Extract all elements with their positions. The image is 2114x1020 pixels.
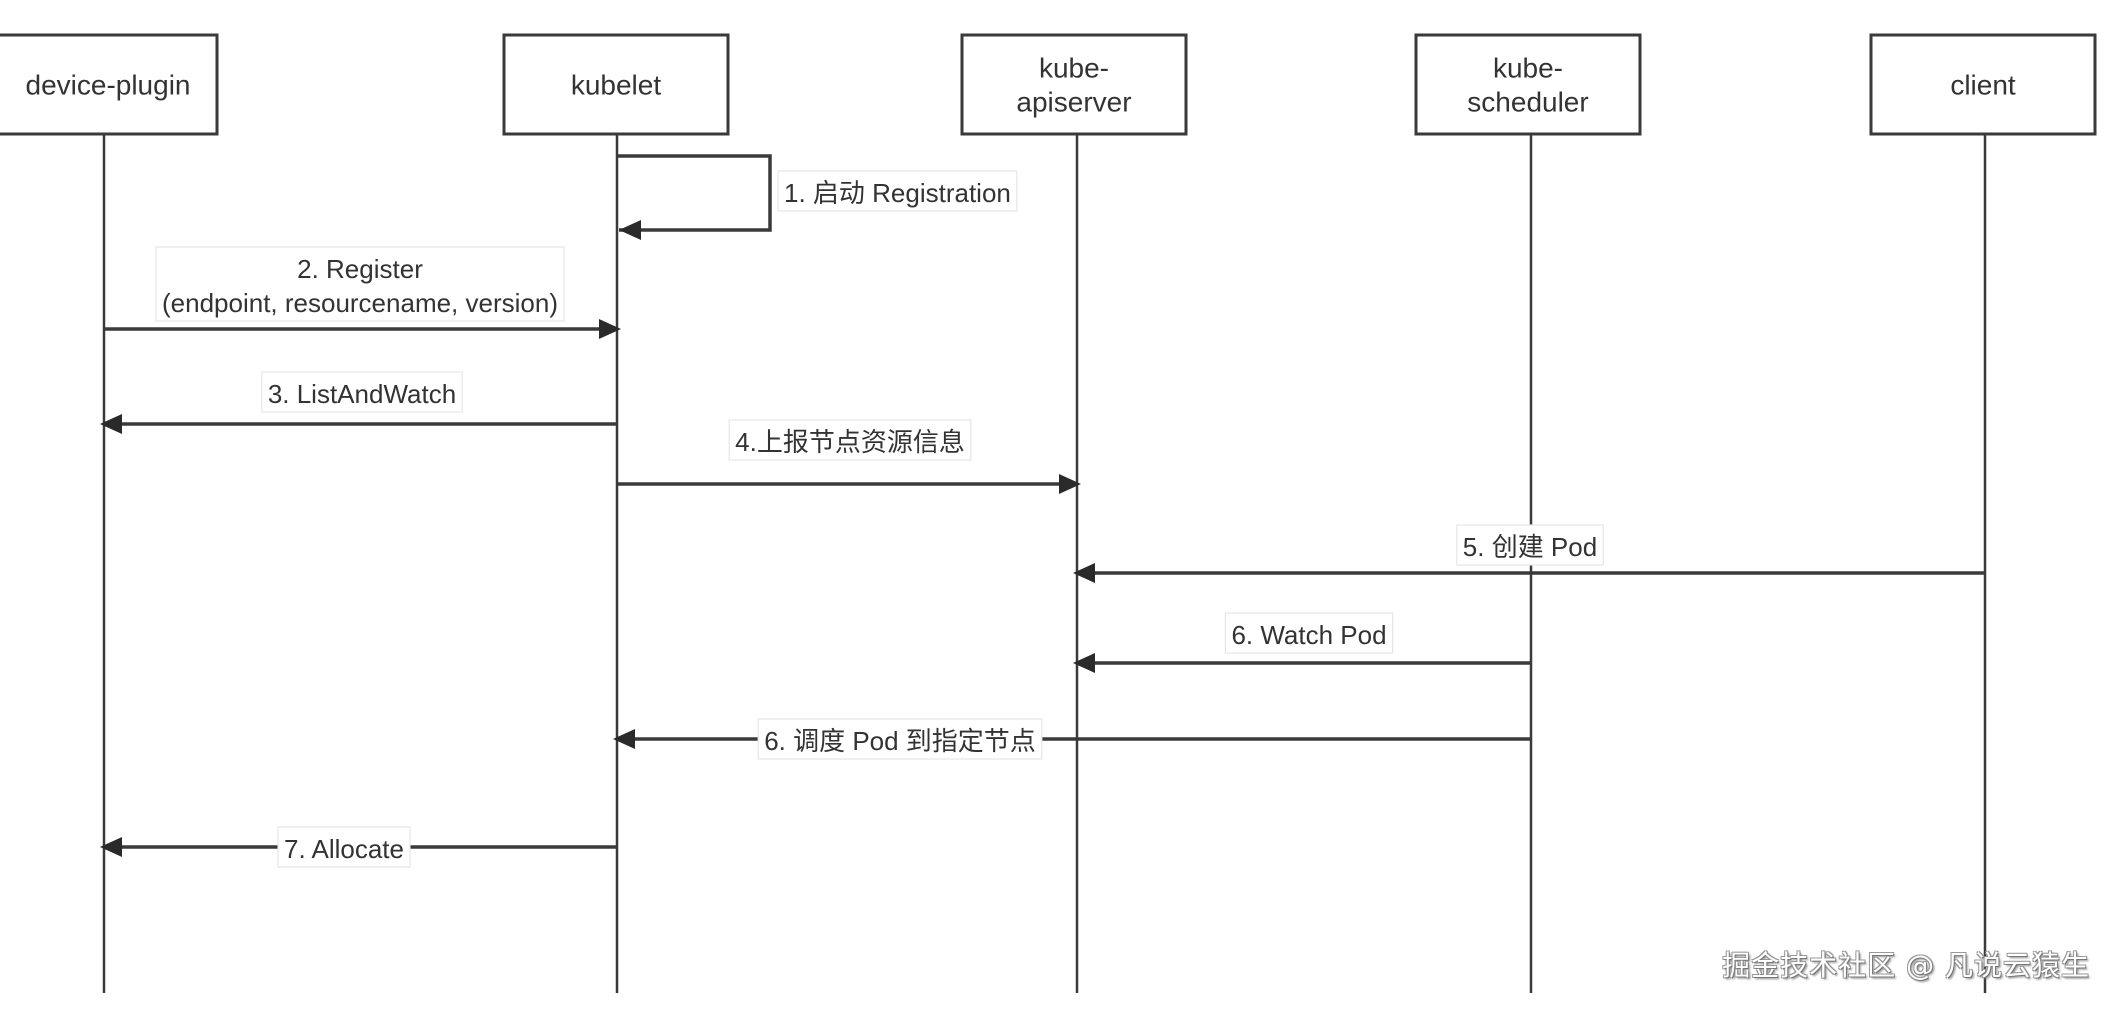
arrowhead-icon [100, 414, 122, 434]
participant-client: client [1869, 33, 2097, 993]
participant-box-kube-scheduler [1414, 33, 1642, 136]
participant-box-device-plugin [0, 33, 219, 136]
message-label: 6. Watch Pod [1231, 620, 1386, 650]
participant-label: kube- [1493, 53, 1563, 84]
arrowhead-icon [1073, 653, 1095, 673]
participant-box-kube-apiserver [960, 33, 1188, 136]
message-m4: 4.上报节点资源信息 [617, 419, 1081, 494]
arrowhead-icon [619, 220, 641, 240]
participant-label: device-plugin [26, 70, 191, 101]
arrowhead-icon [1073, 563, 1095, 583]
participant-label: kube- [1039, 53, 1109, 84]
arrowhead-icon [613, 729, 635, 749]
message-label: 3. ListAndWatch [268, 379, 456, 409]
participant-box-client [1869, 33, 2097, 136]
message-label-box [728, 419, 972, 461]
participant-kube-scheduler: kube-scheduler [1414, 33, 1642, 993]
message-m6a: 6. Watch Pod [1073, 612, 1531, 673]
message-m2: 2. Register (endpoint, resourcename, vers… [104, 246, 621, 339]
arrowhead-icon [599, 319, 621, 339]
participant-box-kubelet [502, 33, 730, 136]
participant-label: client [1950, 70, 2016, 101]
message-m5: 5. 创建 Pod [1073, 524, 1985, 583]
message-label: 2. Register [297, 254, 423, 284]
message-label-box [261, 371, 463, 413]
message-label-box [1456, 524, 1604, 566]
message-label: 5. 创建 Pod [1463, 532, 1597, 562]
message-label-box [1224, 612, 1394, 654]
participant-kube-apiserver: kube-apiserver [960, 33, 1188, 993]
message-m1: 1. 启动 Registration [617, 154, 1018, 240]
arrowhead-icon [100, 837, 122, 857]
participant-label: apiserver [1016, 87, 1131, 118]
message-label: 1. 启动 Registration [784, 178, 1011, 208]
message-arrow [617, 154, 772, 232]
participant-kubelet: kubelet [502, 33, 730, 993]
message-label-box [277, 826, 411, 868]
message-label: 7. Allocate [284, 834, 404, 864]
participant-label: scheduler [1467, 87, 1588, 118]
message-m3: 3. ListAndWatch [100, 371, 617, 434]
message-label: 4.上报节点资源信息 [735, 427, 965, 457]
participant-device-plugin: device-plugin [0, 33, 219, 993]
participant-label: kubelet [571, 70, 662, 101]
message-label-box [757, 718, 1043, 760]
message-label-box [155, 246, 565, 322]
message-m6b: 6. 调度 Pod 到指定节点 [613, 718, 1531, 760]
message-label-box [777, 170, 1018, 212]
message-m7: 7. Allocate [100, 826, 617, 868]
arrowhead-icon [1059, 474, 1081, 494]
message-label: (endpoint, resourcename, version) [162, 288, 558, 318]
watermark: 掘金技术社区 @ 凡说云猿生 [1722, 949, 2090, 982]
message-label: 6. 调度 Pod 到指定节点 [764, 726, 1036, 756]
